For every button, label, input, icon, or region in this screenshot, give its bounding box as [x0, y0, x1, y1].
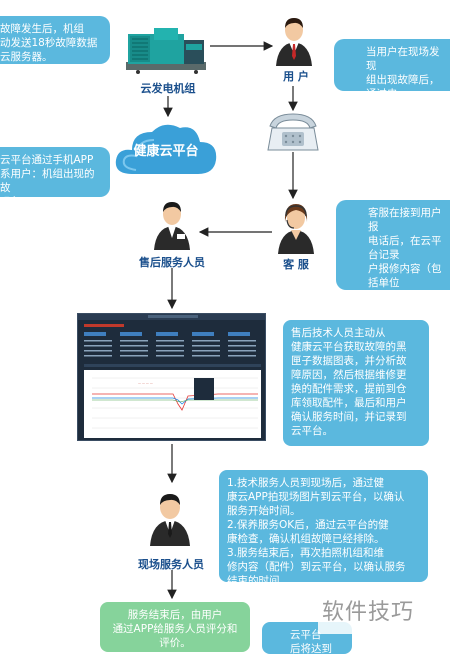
cloud-icon: 健康云平台: [112, 118, 220, 180]
field-service-label: 现场服务人员: [138, 558, 204, 571]
svg-text:— — — —: — — — —: [138, 381, 153, 385]
dashboard-screenshot: — — — —: [77, 313, 266, 441]
generator-fault-bubble: 故障发生后，机组 动发送18秒故障数据 云服务器。: [0, 16, 110, 64]
field-service-bubble: 1.技术服务人员到现场后，通过健 康云APP拍现场图片到云平台，以确认 服务开始…: [219, 470, 428, 582]
user-rating-bubble: 服务结束后，由用户 通过APP给服务人员评分和 评价。: [100, 602, 250, 652]
customer-service-bubble: 客服在接到用户报 电话后，在云平台记录 户报修内容（包括单位 用户名、机组ID、…: [336, 200, 450, 290]
generator-label: 云发电机组: [140, 82, 196, 95]
user-report-bubble: 当用户在现场发现 组出现故障后，通过电 联系厂商报修。: [334, 39, 450, 91]
generator-icon: [124, 18, 208, 76]
after-sales-label: 售后服务人员: [139, 256, 205, 269]
user-icon: [274, 14, 314, 66]
field-service-person-icon: [148, 488, 192, 546]
customer-service-icon: [276, 200, 316, 254]
user-label: 用 户: [283, 70, 309, 83]
watermark-text: 软件技巧: [318, 592, 450, 634]
customer-service-label: 客 服: [283, 258, 309, 271]
phone-icon: [266, 112, 320, 154]
cloud-label: 健康云平台: [133, 144, 199, 159]
cloud-notify-bubble: 云平台通过手机APP 系用户：机组出现的故 现象。: [0, 147, 110, 197]
after-sales-bubble: 售后技术人员主动从 健康云平台获取故障的黑 匣子数据图表，并分析故 障原因，然后…: [283, 320, 429, 446]
after-sales-person-icon: [152, 196, 192, 250]
